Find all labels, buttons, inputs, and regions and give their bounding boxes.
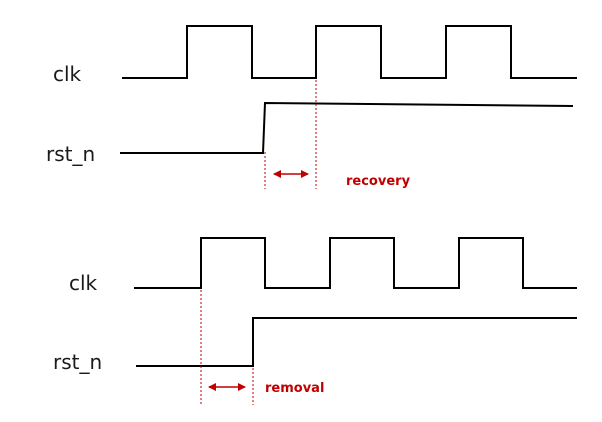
clk-waveform-top xyxy=(122,25,577,79)
rst-n-waveform-top xyxy=(120,101,574,154)
rst-n-label-bottom: rst_n xyxy=(53,350,102,374)
removal-timing-diagram: clk rst_n removal xyxy=(53,237,577,405)
recovery-label: recovery xyxy=(346,174,411,189)
clk-label-bottom: clk xyxy=(69,271,98,295)
clk-label-top: clk xyxy=(53,62,82,86)
clk-waveform-bottom xyxy=(134,237,577,289)
rst-n-label-top: rst_n xyxy=(46,142,95,166)
removal-label: removal xyxy=(265,381,324,396)
recovery-timing-diagram: clk rst_n recovery xyxy=(46,25,577,189)
rst-n-waveform-bottom xyxy=(136,317,577,367)
